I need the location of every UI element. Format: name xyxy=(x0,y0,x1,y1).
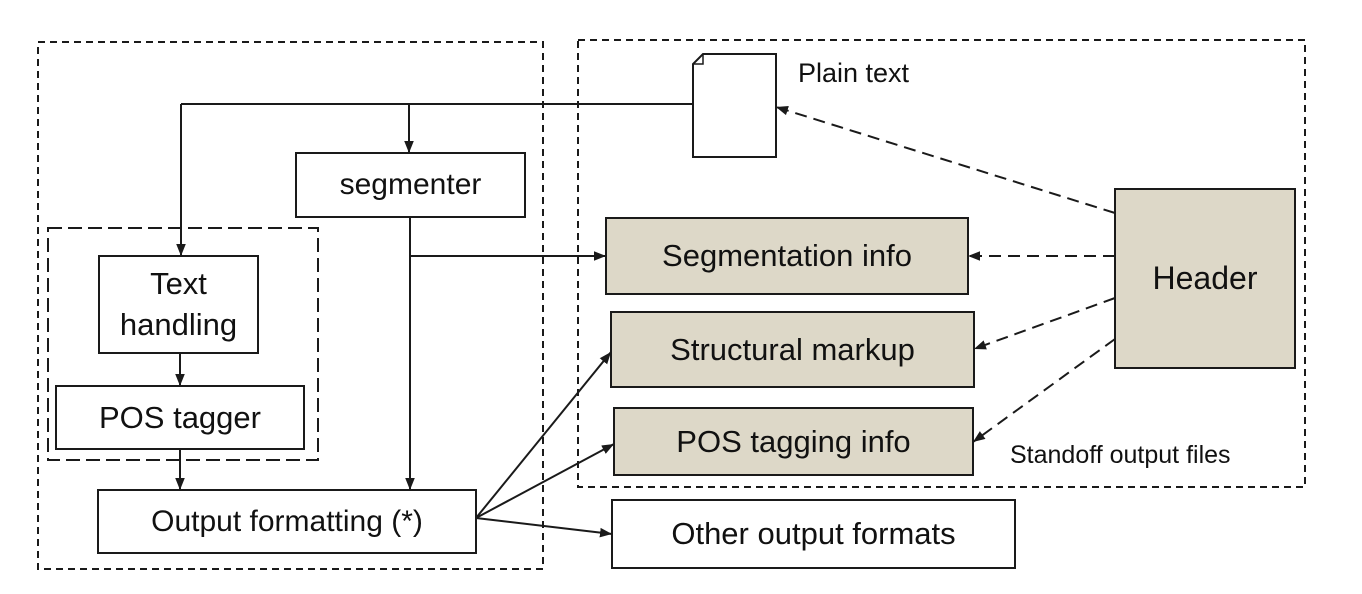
output-to-pos-tagging-info-arrow xyxy=(475,443,615,519)
header-box xyxy=(1114,188,1296,369)
text-handling-box xyxy=(98,255,259,354)
output-to-structural-markup-arrow xyxy=(475,351,612,519)
tagger-group-region xyxy=(47,227,319,461)
structural-markup-box xyxy=(610,311,975,388)
other-output-formats-label: Other output formats xyxy=(671,516,956,551)
text-handling-label: Text handling xyxy=(119,266,238,342)
pos-tagging-info-box xyxy=(613,407,974,476)
segmenter-box xyxy=(295,152,526,218)
standoff-output-files-label: Standoff output files xyxy=(1010,441,1231,469)
pos-tagger-box xyxy=(55,385,305,450)
segmentation-info-box xyxy=(605,217,969,295)
segmenter-label: segmenter xyxy=(339,168,482,201)
output-to-other-formats-arrow xyxy=(475,517,613,538)
output-formatting-label: Output formatting (*) xyxy=(151,504,423,538)
header-label: Header xyxy=(1152,260,1258,296)
processing-pipeline-region xyxy=(37,41,544,570)
other-output-formats-box xyxy=(611,499,1016,569)
header-to-pos-tagging-info-arrow xyxy=(972,338,1116,443)
pos-tagging-info-label: POS tagging info xyxy=(676,423,911,459)
header-to-plain-text-arrow xyxy=(775,105,1116,214)
segmentation-info-label: Segmentation info xyxy=(662,238,912,273)
standoff-output-region xyxy=(577,39,1306,488)
header-to-structural-markup-arrow xyxy=(973,297,1116,350)
document-icon xyxy=(692,53,777,158)
output-formatting-box xyxy=(97,489,477,554)
plain-text-label: Plain text xyxy=(798,58,910,88)
structural-markup-label: Structural markup xyxy=(670,331,915,367)
pos-tagger-label: POS tagger xyxy=(99,399,261,435)
